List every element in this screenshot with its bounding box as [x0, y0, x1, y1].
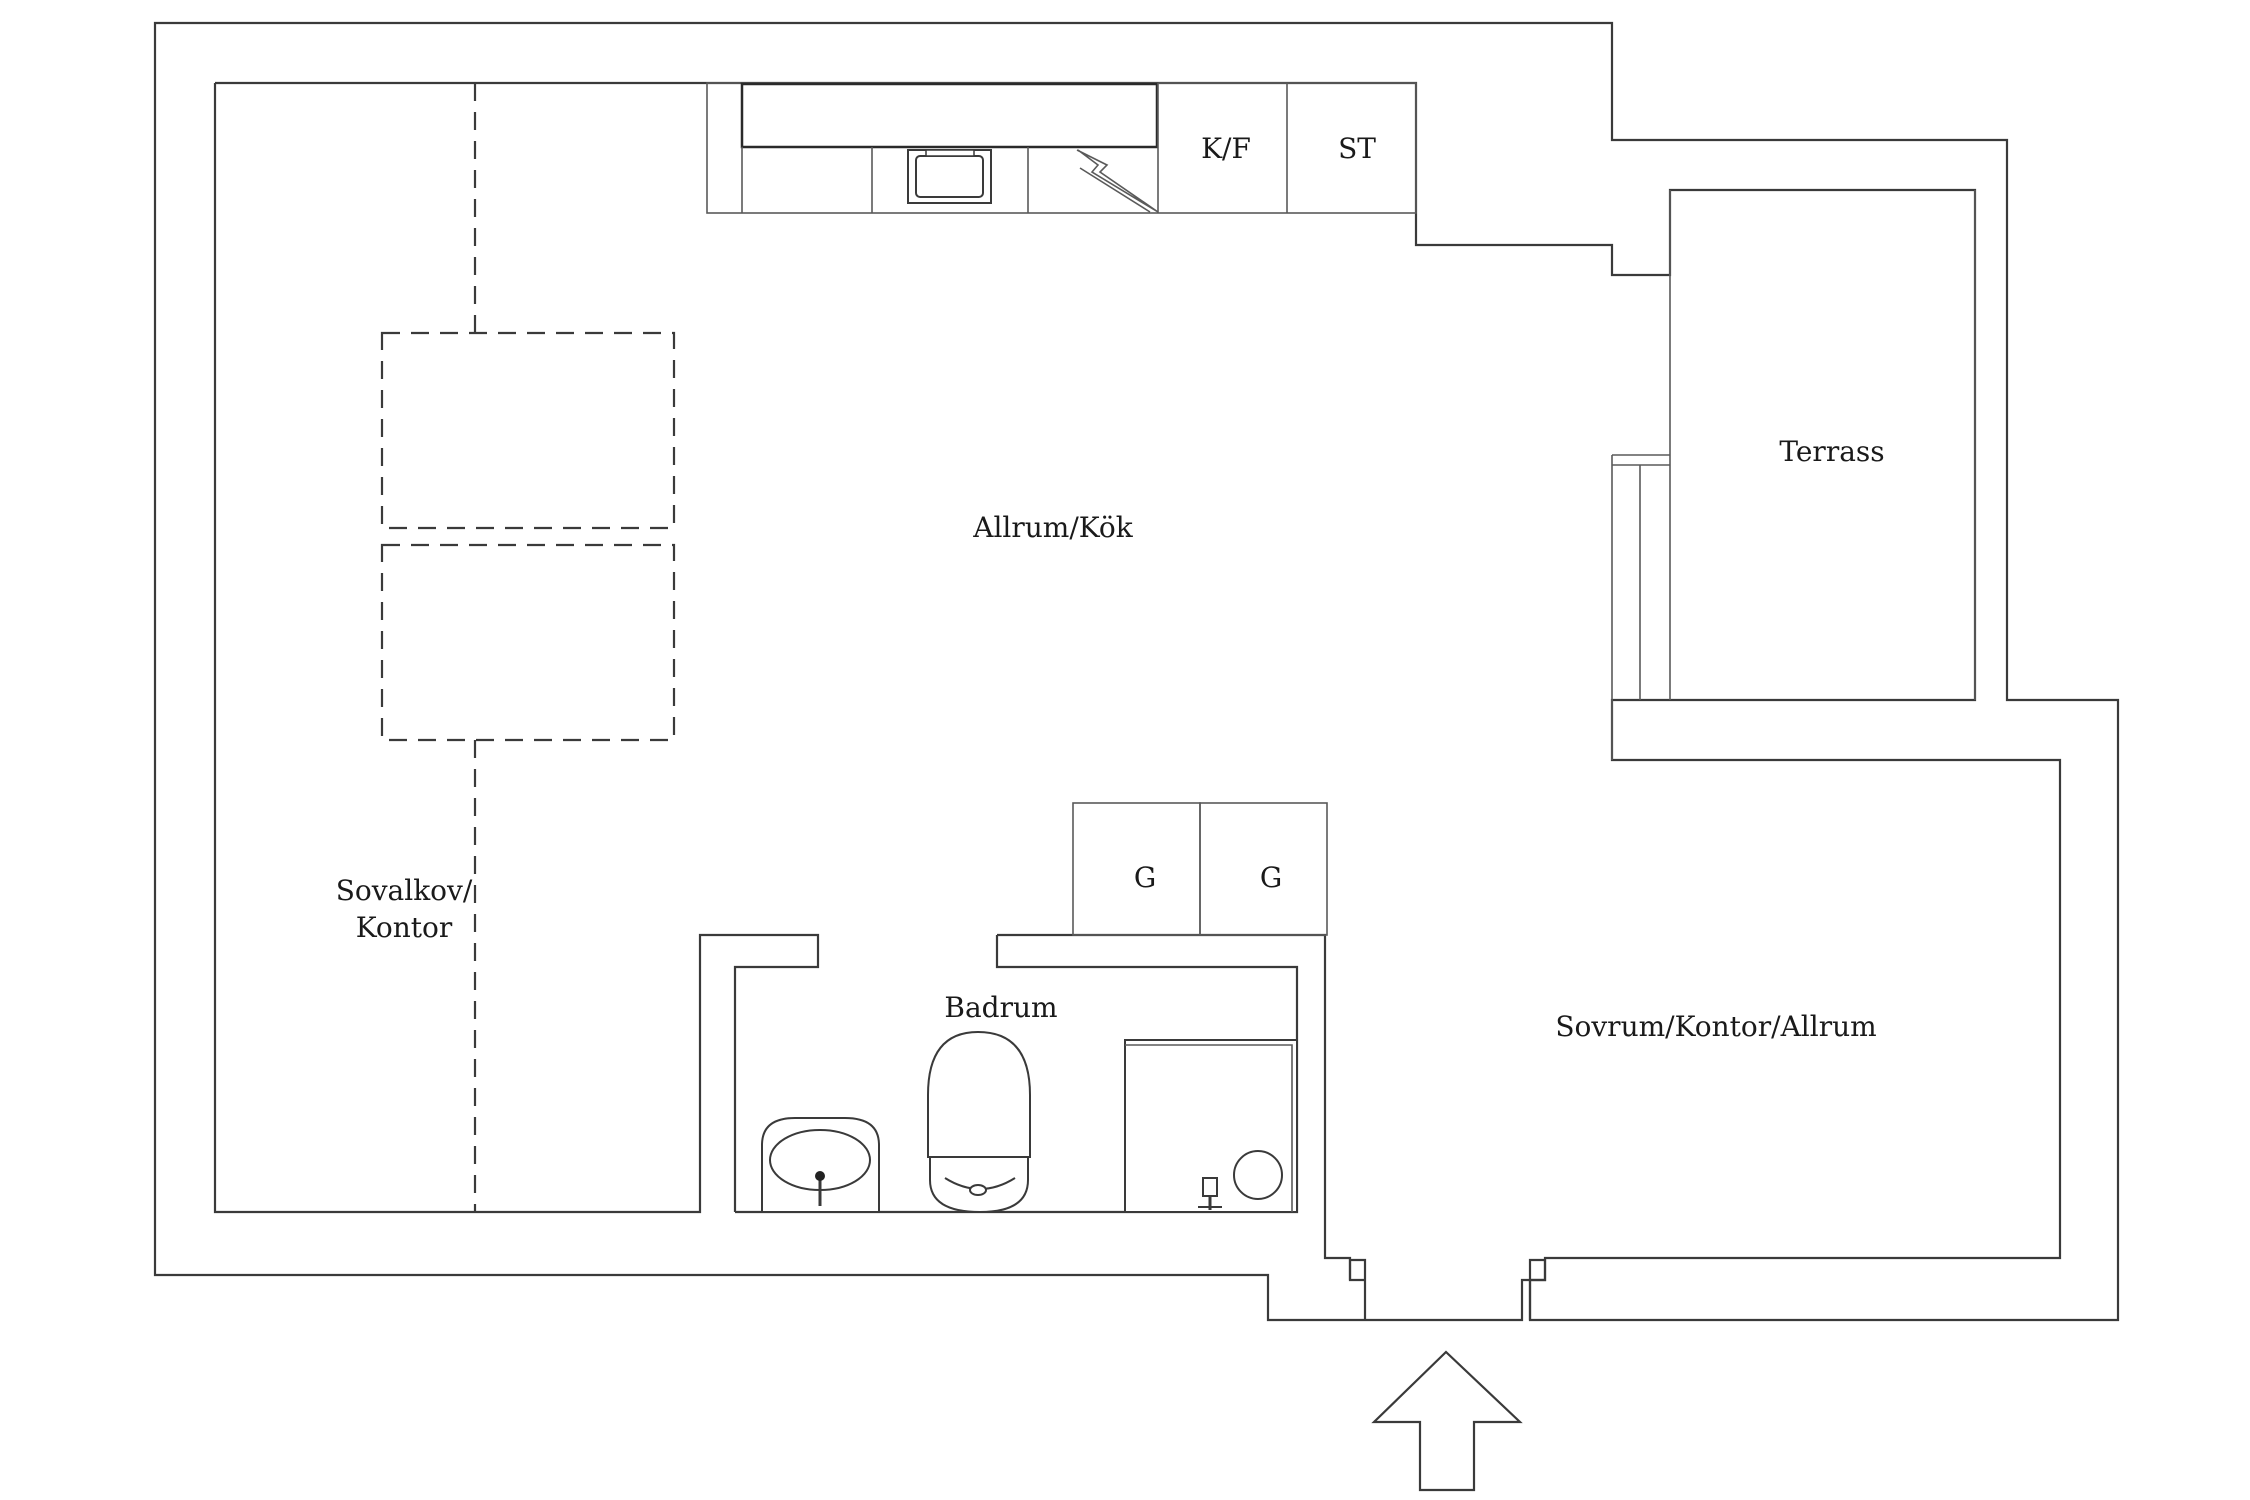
bed-outline-upper	[380, 331, 676, 530]
room-label-bedroom: Sovrum/Kontor/Allrum	[1555, 1010, 1876, 1043]
kitchen-sink-icon	[907, 149, 992, 204]
interior-wall-left-section	[213, 83, 820, 1214]
exterior-wall	[153, 21, 2120, 1322]
entrance-arrow-icon	[1371, 1350, 1523, 1492]
cabinet-label: ST	[1338, 132, 1376, 165]
kitchen-upper-cabinet	[740, 82, 1159, 149]
wardrobe-2-label: G	[1260, 861, 1282, 894]
fridge-freezer-label: K/F	[1201, 132, 1251, 165]
room-label-alcove-line1: Sovalkov/	[336, 874, 473, 907]
room-label-alcove-line2: Kontor	[356, 911, 453, 944]
wardrobe-1-label: G	[1134, 861, 1156, 894]
interior-wall-bath-top	[735, 935, 1299, 1214]
terrace-walls	[1611, 190, 1976, 760]
stove-icon	[1076, 149, 1159, 213]
room-label-living-kitchen: Allrum/Kök	[972, 511, 1134, 544]
room-label-terrace: Terrass	[1779, 435, 1884, 468]
bed-outline-lower	[380, 543, 676, 742]
washbasin-icon	[761, 1117, 880, 1213]
room-label-bathroom: Badrum	[944, 991, 1057, 1024]
wardrobe-right	[1199, 802, 1328, 936]
toilet-icon	[927, 1030, 1031, 1214]
shower-icon	[1124, 1039, 1298, 1213]
